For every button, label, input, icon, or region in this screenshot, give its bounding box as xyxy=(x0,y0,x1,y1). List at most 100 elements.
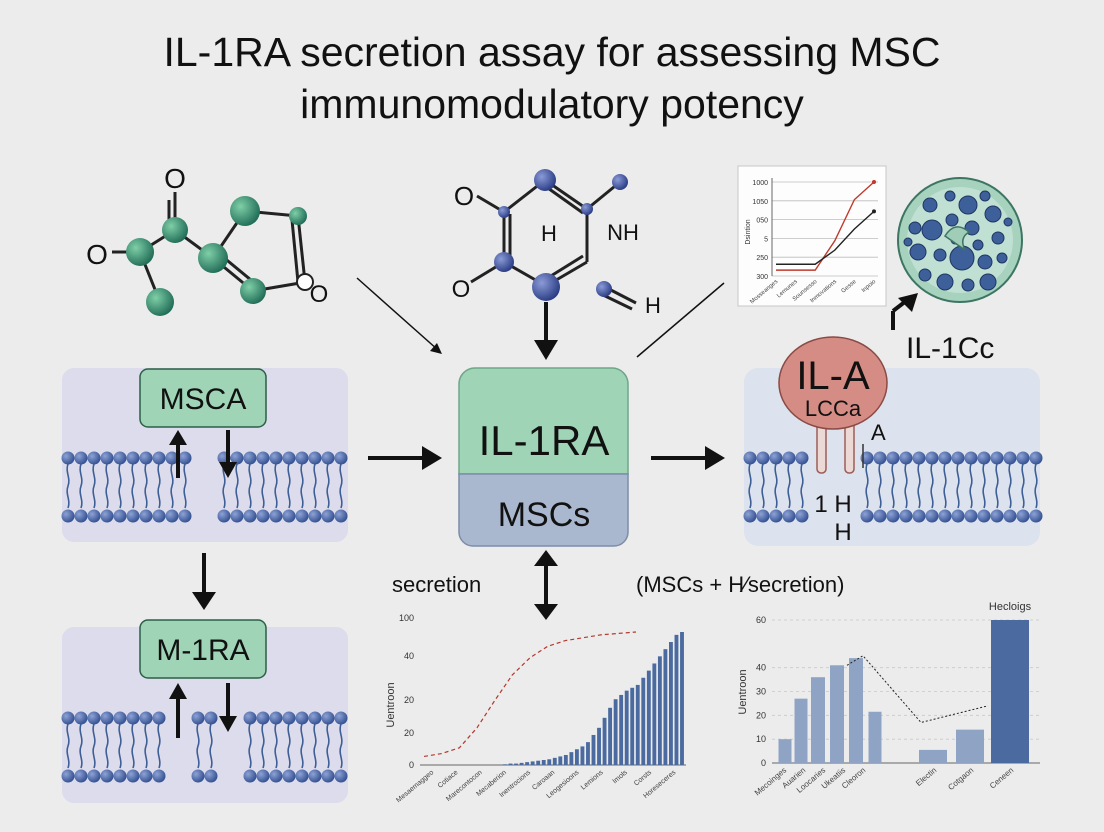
lipid-head-bottom xyxy=(769,509,783,523)
lipid-head-top xyxy=(269,451,283,465)
chart2-bar xyxy=(663,649,668,765)
lipid-head-top xyxy=(243,711,257,725)
lipid-head-top xyxy=(74,451,88,465)
chart2-bar xyxy=(619,694,624,765)
chart2-bar xyxy=(574,749,579,765)
chart3-ytick: 20 xyxy=(756,710,766,720)
lipid-head-top xyxy=(1003,451,1017,465)
lipid-head-top xyxy=(126,451,140,465)
lipid-tail xyxy=(339,463,343,509)
lipid-tail xyxy=(274,723,278,769)
lipid-tail xyxy=(1021,463,1025,509)
chart2-ytick: 20 xyxy=(404,728,414,738)
chart1-ytick: 300 xyxy=(756,274,768,281)
lipid-tail xyxy=(313,723,317,769)
chart2-xtick: Lemions xyxy=(580,769,605,792)
chart3-title: Hecloigs xyxy=(989,601,1032,613)
chart3-ytick: 60 xyxy=(756,615,766,625)
chart2-bar xyxy=(591,734,596,765)
center-box: IL-1RA MSCs xyxy=(458,367,629,547)
center-molecule: O H NH O H xyxy=(452,169,661,318)
lipid-head-bottom xyxy=(886,509,900,523)
lipid-head-bottom xyxy=(113,509,127,523)
lipid-tail xyxy=(917,463,921,509)
chart2-bar xyxy=(503,764,507,765)
lipid-head-top xyxy=(87,711,101,725)
receptor-small-label: LCCa xyxy=(805,396,862,421)
lipid-head-bottom xyxy=(912,509,926,523)
chart1-ytick: 5 xyxy=(764,236,768,243)
chart3-ytick: 0 xyxy=(761,758,766,768)
cell-illustration xyxy=(897,177,1023,303)
lipid-head-bottom xyxy=(87,509,101,523)
lipid-head-top xyxy=(1016,451,1030,465)
atom-label-o5: O xyxy=(452,276,471,303)
lipid-head-bottom xyxy=(204,769,218,783)
lipid-tail xyxy=(183,463,187,509)
chart3-bar xyxy=(919,749,947,763)
membrane-m1ra xyxy=(61,711,348,783)
receptor-h2: H xyxy=(834,519,851,546)
atom-label-h1: H xyxy=(541,221,557,246)
lipid-head-top xyxy=(795,451,809,465)
chart2-bar xyxy=(613,699,618,765)
chart3-xtick: Electin xyxy=(914,766,938,788)
chart1-series-line xyxy=(776,210,875,265)
lipid-tail xyxy=(144,463,148,509)
lipid-tail xyxy=(79,463,83,509)
left-molecule: O O O xyxy=(86,163,328,316)
lipid-head-bottom xyxy=(860,509,874,523)
chart3-bar xyxy=(991,620,1029,763)
lipid-head-top xyxy=(269,711,283,725)
lipid-head-bottom xyxy=(977,509,991,523)
lipid-head-bottom xyxy=(295,509,309,523)
chart3-bar xyxy=(956,729,984,763)
lipid-tail xyxy=(878,463,882,509)
receptor-head xyxy=(778,336,888,430)
lipid-tail xyxy=(261,463,265,509)
lipid-tail xyxy=(748,463,752,509)
panel-receptor: IL-A LCCa A 1 H H IL-1Cc xyxy=(743,332,1043,546)
lipid-head-top xyxy=(113,451,127,465)
chart2-bar xyxy=(669,642,673,765)
lipid-tail xyxy=(326,463,330,509)
receptor-side-label: A xyxy=(871,420,886,445)
lipid-head-top xyxy=(295,451,309,465)
chart2-bar xyxy=(586,742,590,765)
lipid-head-top xyxy=(769,451,783,465)
lipid-tail xyxy=(930,463,934,509)
lipid-head-top xyxy=(295,711,309,725)
lipid-tail xyxy=(287,723,291,769)
chart2-bar xyxy=(635,684,640,765)
chart2-bar xyxy=(602,717,607,765)
lipid-tail xyxy=(904,463,908,509)
lipid-head-bottom xyxy=(938,509,952,523)
title-line-1: IL-1RA secretion assay for assessing MSC xyxy=(163,29,941,75)
atom-label-h2: H xyxy=(645,293,661,318)
lipid-head-bottom xyxy=(321,509,335,523)
msc-secretion-caption: (MSCs + H⁄secretion) xyxy=(636,572,844,597)
chart3-ylabel: Uentroon xyxy=(737,669,749,714)
arrow-head-down-secretion xyxy=(534,604,558,620)
lipid-head-bottom xyxy=(295,769,309,783)
atom-label-o1: O xyxy=(164,163,186,194)
chart2-xtick: Mesaemaggeo xyxy=(395,769,435,804)
lipid-head-bottom xyxy=(217,509,231,523)
chart2-xtick: Corsts xyxy=(633,769,653,788)
arrow-head-right-left xyxy=(422,446,442,470)
chart2-bar xyxy=(630,687,635,765)
chart3-ytick: 30 xyxy=(756,687,766,697)
lipid-head-bottom xyxy=(334,769,348,783)
atom-label-o4: O xyxy=(454,181,474,211)
chart3-bar xyxy=(778,739,792,763)
msca-label: MSCA xyxy=(160,383,247,416)
lipid-head-top xyxy=(165,451,179,465)
lipid-tail xyxy=(891,463,895,509)
lipid-head-top xyxy=(964,451,978,465)
chart2-xtick: Cotiace xyxy=(437,769,460,790)
lipid-head-bottom xyxy=(87,769,101,783)
chart2-bar xyxy=(508,763,513,765)
chart2-ytick: 100 xyxy=(399,613,414,623)
